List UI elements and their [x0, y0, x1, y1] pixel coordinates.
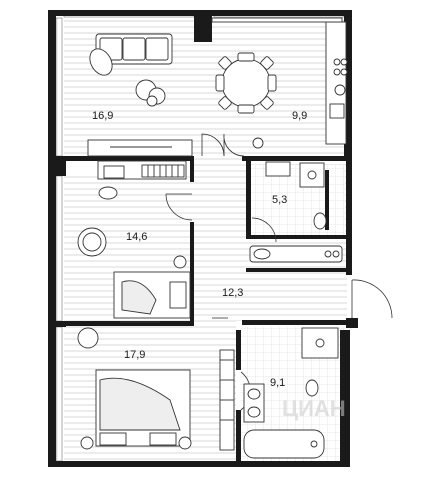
area-label-kitchen: 9,9 — [292, 110, 307, 122]
kitchen-furniture — [211, 17, 348, 145]
area-label-bedroom-1: 14,6 — [126, 231, 147, 243]
bedroom-2-furniture — [77, 327, 235, 451]
area-label-hall: 12,3 — [222, 287, 243, 299]
bathroom-2-fixtures — [243, 327, 339, 459]
area-label-living: 16,9 — [92, 110, 113, 122]
bedroom-1-furniture — [77, 160, 191, 323]
area-label-bathroom-1: 5,3 — [272, 194, 287, 206]
floors — [64, 18, 351, 461]
watermark: ЦИАН — [282, 396, 346, 421]
area-label-bathroom-2: 9,1 — [270, 377, 285, 389]
area-labels: 16,9 9,9 14,6 5,3 12,3 17,9 9,1 — [92, 110, 307, 389]
walls — [48, 10, 358, 467]
living-furniture — [87, 33, 193, 157]
area-label-bedroom-2: 17,9 — [124, 349, 145, 361]
bathroom-1-fixtures — [249, 137, 343, 263]
